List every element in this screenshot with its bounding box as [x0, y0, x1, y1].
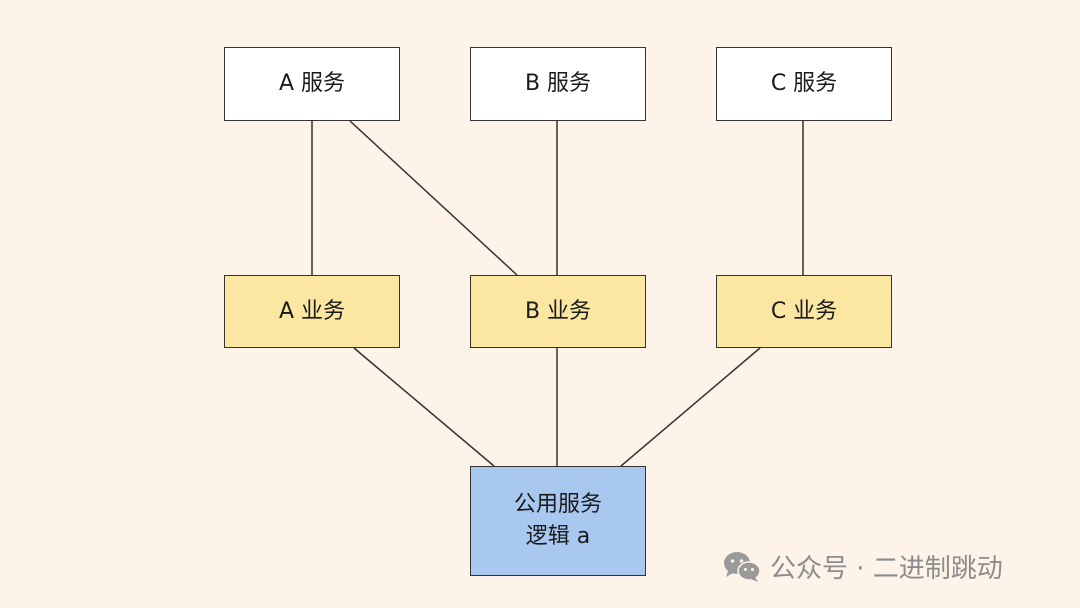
common-logic-line1: 公用服务 [513, 492, 602, 518]
service-c-label: C 服务 [770, 71, 838, 97]
business-c-node: C 业务 [716, 275, 892, 348]
common-logic-node: 公用服务 逻辑 a [470, 466, 646, 576]
edge-business-c-to-common [620, 347, 761, 467]
business-b-label: B 业务 [524, 298, 592, 324]
service-b-node: B 服务 [470, 47, 646, 121]
edge-business-a-to-common [353, 347, 495, 467]
service-a-label: A 服务 [278, 71, 346, 97]
business-b-node: B 业务 [470, 275, 646, 348]
service-b-label: B 服务 [524, 71, 592, 97]
watermark: 公众号 · 二进制跳动 [722, 548, 1003, 585]
edge-service-a-to-business-b [349, 120, 518, 276]
service-c-node: C 服务 [716, 47, 892, 121]
wechat-icon [724, 551, 761, 582]
watermark-text: 公众号 · 二进制跳动 [770, 554, 1003, 584]
common-logic-line2: 逻辑 a [525, 524, 591, 549]
business-a-label: A 业务 [278, 298, 346, 324]
business-c-label: C 业务 [770, 298, 838, 324]
service-a-node: A 服务 [224, 47, 400, 121]
business-a-node: A 业务 [224, 275, 400, 348]
